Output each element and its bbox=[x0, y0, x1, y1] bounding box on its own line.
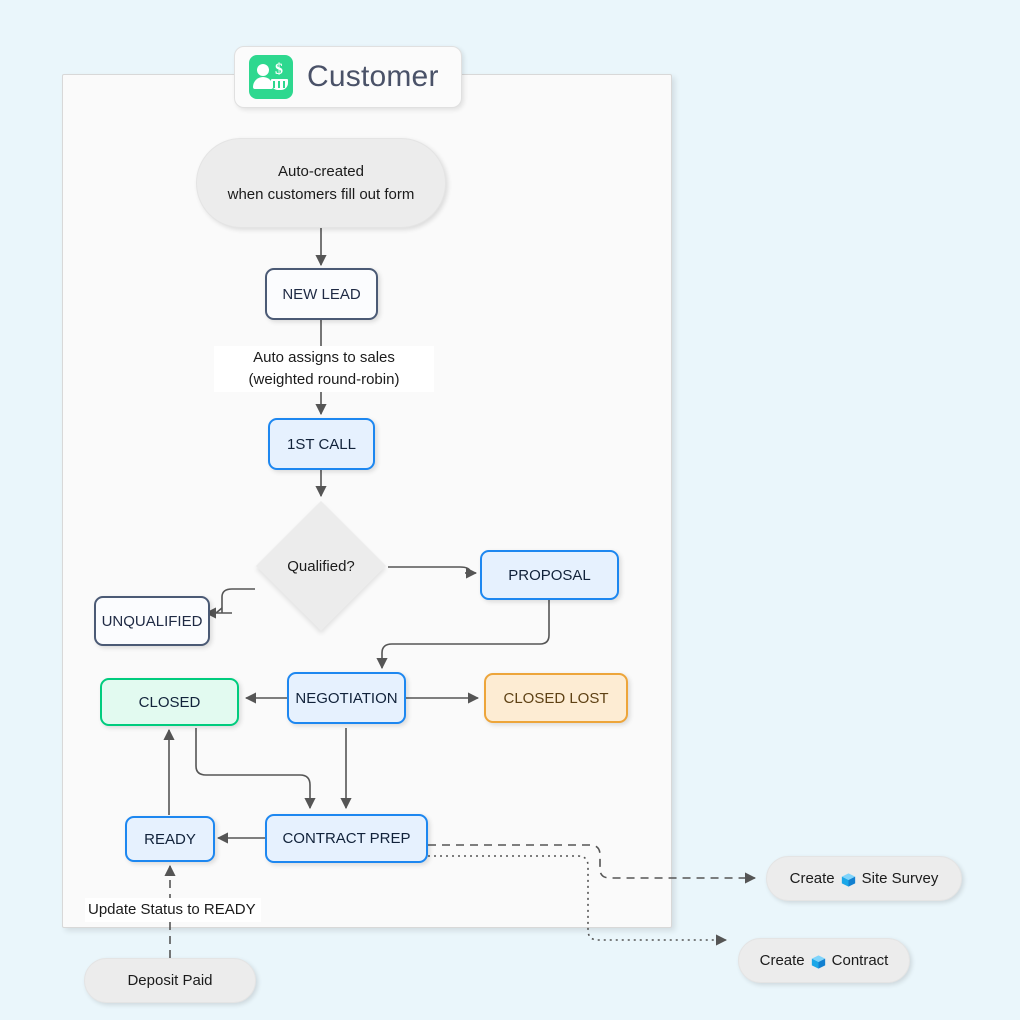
edge-label-update-ready-line1: Update Status to READY bbox=[88, 901, 256, 918]
node-auto-created-line2: when customers fill out form bbox=[227, 186, 415, 203]
node-qualified-decision[interactable]: Qualified? bbox=[255, 500, 387, 632]
node-proposal[interactable]: PROPOSAL bbox=[480, 550, 619, 600]
node-qualified-label: Qualified? bbox=[287, 557, 355, 575]
subgraph-title-badge: $ Customer bbox=[234, 46, 462, 108]
node-create-site-survey[interactable]: Create Site Survey bbox=[766, 856, 962, 901]
subgraph-title-label: Customer bbox=[307, 60, 439, 93]
node-negotiation[interactable]: NEGOTIATION bbox=[287, 672, 406, 724]
node-unqualified[interactable]: UNQUALIFIED bbox=[94, 596, 210, 646]
node-contract-prep[interactable]: CONTRACT PREP bbox=[265, 814, 428, 863]
node-proposal-label: PROPOSAL bbox=[508, 566, 591, 584]
node-contract-prep-label: CONTRACT PREP bbox=[282, 830, 411, 847]
edge-label-auto-assign: Auto assigns to sales (weighted round-ro… bbox=[214, 346, 434, 392]
node-closed-label: CLOSED bbox=[138, 693, 201, 711]
blue-cube-icon bbox=[840, 872, 857, 888]
node-create-contract-post: Contract bbox=[831, 952, 889, 969]
node-closed[interactable]: CLOSED bbox=[100, 678, 239, 726]
node-first-call-label: 1ST CALL bbox=[287, 435, 356, 453]
node-closed-lost-label: CLOSED LOST bbox=[503, 689, 609, 707]
edge-label-auto-assign-line1: Auto assigns to sales bbox=[253, 349, 395, 366]
node-create-contract-pre: Create bbox=[759, 952, 805, 969]
node-closed-lost[interactable]: CLOSED LOST bbox=[484, 673, 628, 723]
customer-basket-icon: $ bbox=[249, 55, 293, 99]
node-create-site-survey-pre: Create bbox=[789, 870, 835, 887]
node-ready[interactable]: READY bbox=[125, 816, 215, 862]
edge-label-auto-assign-line2: (weighted round-robin) bbox=[248, 371, 400, 388]
node-create-site-survey-post: Site Survey bbox=[861, 870, 939, 887]
node-auto-created-line1: Auto-created bbox=[278, 163, 364, 180]
node-ready-label: READY bbox=[144, 830, 196, 848]
edge-label-update-ready: Update Status to READY bbox=[85, 898, 261, 922]
node-first-call[interactable]: 1ST CALL bbox=[268, 418, 375, 470]
blue-cube-icon bbox=[810, 954, 827, 970]
node-new-lead-label: NEW LEAD bbox=[282, 285, 361, 303]
node-create-contract[interactable]: Create Contract bbox=[738, 938, 910, 983]
node-deposit-paid-label: Deposit Paid bbox=[127, 972, 213, 989]
node-unqualified-label: UNQUALIFIED bbox=[101, 612, 203, 630]
node-new-lead[interactable]: NEW LEAD bbox=[265, 268, 378, 320]
node-auto-created[interactable]: Auto-created when customers fill out for… bbox=[196, 138, 446, 228]
node-negotiation-label: NEGOTIATION bbox=[295, 689, 398, 707]
node-deposit-paid[interactable]: Deposit Paid bbox=[84, 958, 256, 1003]
